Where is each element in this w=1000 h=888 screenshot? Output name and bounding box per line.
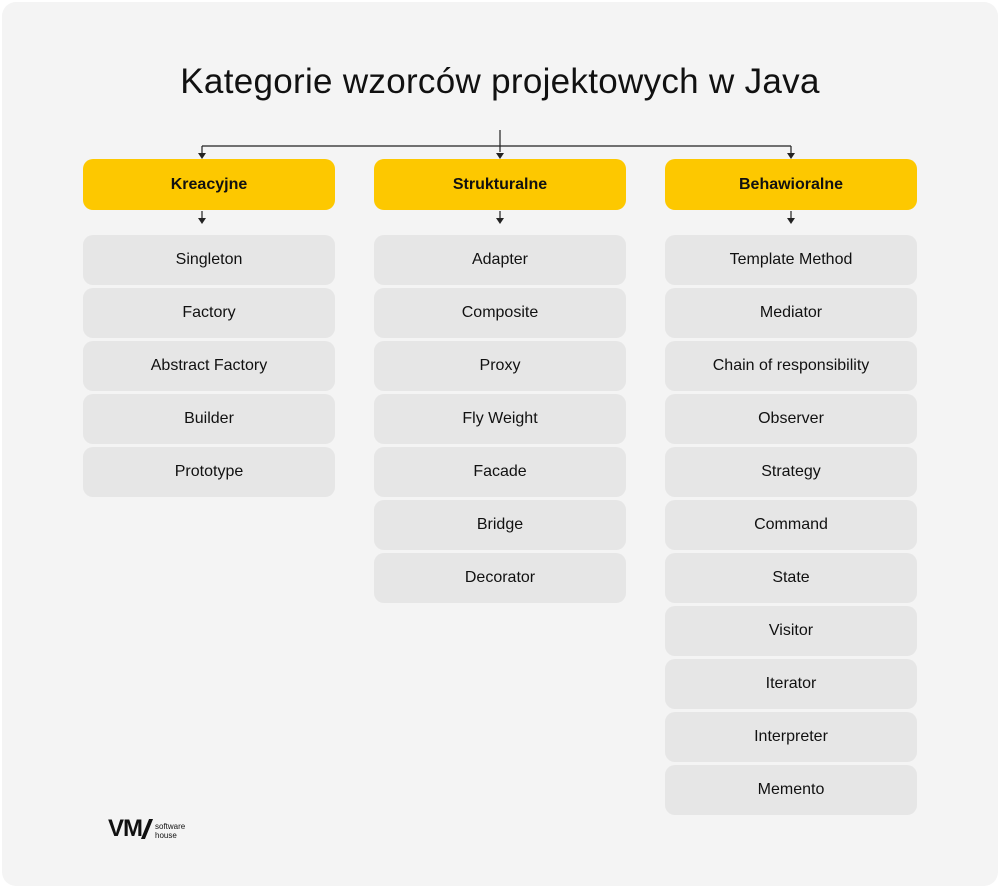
kreacyjne-down-arrow-icon bbox=[198, 218, 206, 224]
pattern-item: Interpreter bbox=[665, 712, 917, 762]
pattern-item: Chain of responsibility bbox=[665, 341, 917, 391]
behawioralne-down-arrow-icon bbox=[787, 218, 795, 224]
arrow-to-strukturalne-icon bbox=[496, 153, 504, 159]
category-header-behawioralne: Behawioralne bbox=[665, 159, 917, 210]
pattern-item: Bridge bbox=[374, 500, 626, 550]
pattern-item: Visitor bbox=[665, 606, 917, 656]
pattern-item: Singleton bbox=[83, 235, 335, 285]
category-header-strukturalne: Strukturalne bbox=[374, 159, 626, 210]
pattern-item: Facade bbox=[374, 447, 626, 497]
pattern-item: Mediator bbox=[665, 288, 917, 338]
pattern-item: Strategy bbox=[665, 447, 917, 497]
pattern-item: Template Method bbox=[665, 235, 917, 285]
logo-subtitle-line1: software bbox=[155, 822, 186, 831]
pattern-item: Fly Weight bbox=[374, 394, 626, 444]
pattern-item: State bbox=[665, 553, 917, 603]
pattern-item: Adapter bbox=[374, 235, 626, 285]
pattern-item: Observer bbox=[665, 394, 917, 444]
arrow-to-behawioralne-icon bbox=[787, 153, 795, 159]
pattern-item: Proxy bbox=[374, 341, 626, 391]
strukturalne-down-arrow-icon bbox=[496, 218, 504, 224]
logo-mark: VM bbox=[108, 815, 143, 842]
pattern-item: Factory bbox=[83, 288, 335, 338]
logo-subtitle: software house bbox=[155, 822, 185, 840]
pattern-item: Composite bbox=[374, 288, 626, 338]
pattern-item: Decorator bbox=[374, 553, 626, 603]
pattern-item: Prototype bbox=[83, 447, 335, 497]
pattern-item: Builder bbox=[83, 394, 335, 444]
pattern-item: Command bbox=[665, 500, 917, 550]
category-header-kreacyjne: Kreacyjne bbox=[83, 159, 335, 210]
pattern-item: Iterator bbox=[665, 659, 917, 709]
pattern-item: Abstract Factory bbox=[83, 341, 335, 391]
pattern-item: Memento bbox=[665, 765, 917, 815]
logo-subtitle-line2: house bbox=[155, 831, 177, 840]
arrow-to-kreacyjne-icon bbox=[198, 153, 206, 159]
diagram-title: Kategorie wzorców projektowych w Java bbox=[180, 62, 820, 101]
